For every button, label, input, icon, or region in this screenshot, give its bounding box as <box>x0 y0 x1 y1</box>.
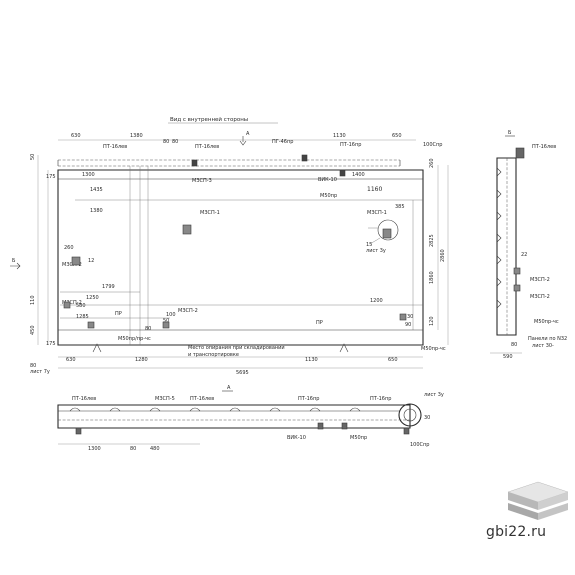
total-dim: 5695 <box>236 370 249 376</box>
top-dim-1: 630 <box>71 133 81 139</box>
label-mzsp1-b: МЗСП-1 <box>367 210 387 216</box>
label-mzsp2-c: МЗСП-2 <box>178 308 198 314</box>
dim-1285: 1285 <box>76 314 89 320</box>
side-dim-120: 120 <box>429 316 435 326</box>
section-a-label-1: ПТ-16лев <box>72 396 96 402</box>
section-a-label-4: ПТ-16пр <box>298 396 319 402</box>
label-pr-1: ПР <box>115 311 122 317</box>
label-mzsp2-b: МЗСП-2 <box>62 300 82 306</box>
label-pr-2: ПР <box>316 320 323 326</box>
label-pt16lev-1: ПТ-16лев <box>103 144 127 150</box>
site-watermark[interactable]: gbi22.ru <box>486 524 547 540</box>
side-dim-1860: 1860 <box>429 271 435 284</box>
main-view-title: Вид с внутренней стороны <box>170 116 248 123</box>
side-dim-175-a: 175 <box>46 174 56 180</box>
main-view: Вид с внутренней стороны А 630 1380 80 8… <box>10 116 449 376</box>
side-dim-2825: 2825 <box>429 234 435 247</box>
section-b-note-2: лист 30- <box>532 343 554 349</box>
label-list7u: лист 7у <box>30 369 50 375</box>
section-a-label-3: ПТ-16лев <box>190 396 214 402</box>
dim-1300: 1300 <box>82 172 95 178</box>
section-a-mark: А <box>227 385 231 391</box>
label-100: 100 <box>166 312 176 318</box>
section-a-label-9: лист 3у <box>424 392 444 398</box>
label-12: 12 <box>88 258 94 264</box>
section-a-label-6: ВИК-10 <box>287 435 306 441</box>
dim-1200: 1200 <box>370 298 383 304</box>
label-mzsp3: МЗСП-3 <box>192 178 212 184</box>
label-385: 385 <box>395 204 405 210</box>
label-pt16pr: ПТ-16пр <box>340 142 361 148</box>
section-a-label-2: МЗСП-5 <box>155 396 175 402</box>
section-b-label-6: 590 <box>503 354 513 360</box>
label-80: 80 <box>145 326 151 332</box>
section-a-label-7: М50пр <box>350 435 367 441</box>
section-b-label-5: 22 <box>521 252 527 258</box>
section-b-mark: Б <box>508 130 512 136</box>
label-30: 30 <box>407 314 413 320</box>
dim-1400: 1400 <box>352 172 365 178</box>
bottom-dim-3: 1130 <box>305 357 318 363</box>
label-vik10: ВИК-10 <box>318 177 337 183</box>
section-a-dim-3: 480 <box>150 446 160 452</box>
dim-1799: 1799 <box>102 284 115 290</box>
top-dim-5: 1130 <box>333 133 346 139</box>
section-b-label-1: ПТ-16лев <box>532 144 556 150</box>
top-dim-6: 650 <box>392 133 402 139</box>
section-b-label-7: 80 <box>511 342 517 348</box>
top-dim-4: 80 <box>172 139 178 145</box>
section-b: Б ПТ-16лев МЗСП-2 МЗСП-2 М50пр-чс 22 590… <box>490 130 567 360</box>
side-dim-2860: 2860 <box>440 249 446 262</box>
side-dim-80: 80 <box>30 363 36 369</box>
dim-1435: 1435 <box>90 187 103 193</box>
label-m50pr: М50пр <box>320 193 337 199</box>
label-100spr: 100Спр <box>423 142 442 148</box>
section-a-dim-2: 80 <box>130 446 136 452</box>
section-mark-a-top: А <box>246 131 250 137</box>
side-dim-450: 450 <box>30 325 36 335</box>
side-dim-110: 110 <box>30 295 36 305</box>
section-a: А ПТ-16лев МЗСП-5 ПТ-16лев ПТ-16пр ПТ-16… <box>57 385 444 452</box>
label-pg46pr: ПГ-46пр <box>272 139 293 145</box>
storage-note-2: и транспортировке <box>188 352 239 358</box>
section-b-label-3: МЗСП-2 <box>530 294 550 300</box>
label-90: 90 <box>405 322 411 328</box>
dim-1160: 1160 <box>367 186 382 193</box>
side-dim-50: 50 <box>30 154 36 160</box>
dim-1380b: 1380 <box>90 208 103 214</box>
section-b-label-4: М50пр-чс <box>534 319 559 325</box>
side-dim-260-left: 260 <box>64 245 74 251</box>
section-a-label-8: 100Спр <box>410 442 429 448</box>
label-15: 15 <box>366 242 372 248</box>
site-logo-icon <box>507 481 569 520</box>
bottom-dim-1: 630 <box>66 357 76 363</box>
label-50: 50 <box>163 318 169 324</box>
storage-note-1: Место опирания при складировании <box>188 345 285 351</box>
section-a-label-5: ПТ-16пр <box>370 396 391 402</box>
section-b-label-2: МЗСП-2 <box>530 277 550 283</box>
label-pt16lev-2: ПТ-16лев <box>195 144 219 150</box>
label-m50-prch: М50пр-чс <box>421 346 446 352</box>
dim-1250: 1250 <box>86 295 99 301</box>
section-a-dim-1: 1300 <box>88 446 101 452</box>
bottom-dim-2: 1280 <box>135 357 148 363</box>
section-b-note-1: Панели по N32 <box>528 336 567 342</box>
top-dim-3: 80 <box>163 139 169 145</box>
label-mzsp1-a: МЗСП-1 <box>200 210 220 216</box>
dim-580: 580 <box>76 303 86 309</box>
gap-mark-b: Б <box>12 258 16 264</box>
bottom-dim-4: 650 <box>388 357 398 363</box>
top-dim-2: 1380 <box>130 133 143 139</box>
section-a-label-10: 30 <box>424 415 430 421</box>
side-dim-260: 260 <box>429 158 435 168</box>
label-m50-prpr: М50пр/пр-чс <box>118 336 151 342</box>
side-dim-175-b: 175 <box>46 341 56 347</box>
label-list3u: лист 3у <box>366 248 386 254</box>
